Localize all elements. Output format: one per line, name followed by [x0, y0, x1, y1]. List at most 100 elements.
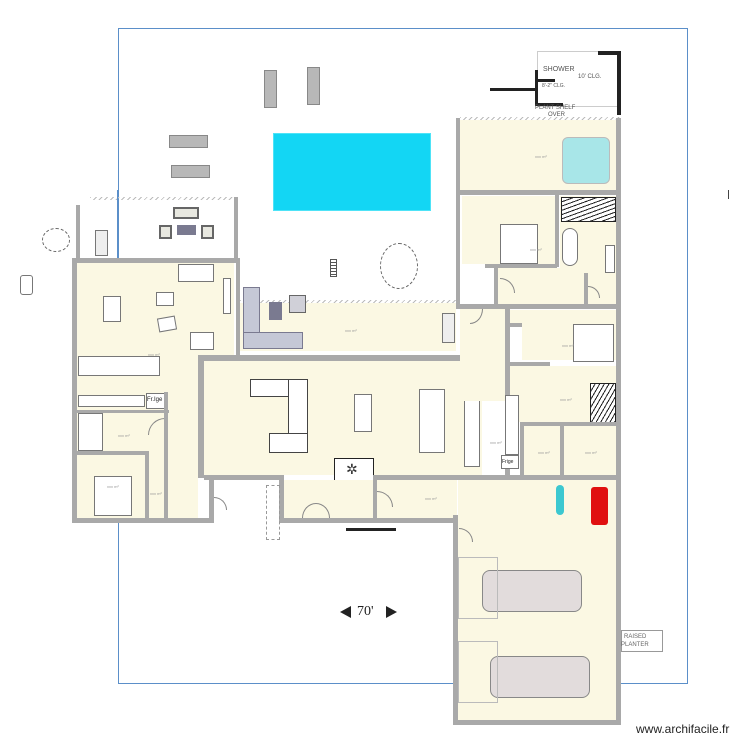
wall [209, 475, 214, 523]
dimension-arrow-right-icon [386, 606, 397, 618]
wall [72, 518, 214, 523]
wall [555, 195, 559, 267]
bed[interactable] [500, 224, 538, 264]
outdoor-chair[interactable] [173, 207, 199, 219]
sofa[interactable] [178, 264, 214, 282]
lounger[interactable] [264, 70, 277, 108]
wine-cooler[interactable] [442, 313, 455, 343]
grill[interactable] [269, 302, 282, 320]
sectional-sofa[interactable] [269, 433, 308, 453]
wall [76, 410, 169, 413]
bed[interactable] [94, 476, 132, 516]
wall [510, 362, 550, 366]
chair[interactable] [190, 332, 214, 350]
sink[interactable] [289, 295, 306, 313]
outdoor-dining-round[interactable] [380, 243, 418, 289]
wall [494, 264, 498, 308]
dining-table[interactable] [354, 394, 372, 432]
planter-box[interactable] [20, 275, 33, 295]
cabinets[interactable] [78, 395, 145, 407]
room-area-label: xxx m² [118, 433, 130, 438]
hot-tub[interactable] [562, 137, 610, 184]
swimming-pool[interactable] [273, 133, 431, 211]
wall [535, 79, 555, 82]
bed[interactable] [573, 324, 614, 362]
raised-planter-label: RAISED [624, 634, 647, 640]
room-bath-se-1[interactable] [524, 426, 560, 476]
wall [617, 51, 621, 115]
closet-ceiling-label-2: 8'-2" CLG. [542, 83, 566, 89]
raised-planter-label-2: PLANTER [621, 642, 649, 648]
dimension-arrow-left-icon [340, 606, 351, 618]
wall [456, 475, 621, 480]
lounger[interactable] [307, 67, 320, 105]
bench[interactable] [330, 259, 337, 277]
room-area-label: xxx m² [560, 397, 572, 402]
entry-deck [266, 485, 280, 540]
patio-edge [90, 197, 236, 200]
wall [584, 273, 588, 308]
garage-door[interactable] [458, 641, 498, 703]
quad-bike[interactable] [591, 487, 608, 525]
room-area-label: xxx m² [535, 154, 547, 159]
counter[interactable] [223, 278, 231, 314]
wall [460, 190, 618, 195]
wall [145, 451, 149, 521]
sliding-door-track [346, 528, 396, 531]
wall [505, 309, 510, 477]
wall [198, 355, 500, 361]
dining-table[interactable] [103, 296, 121, 322]
deck-edge [460, 117, 620, 120]
counter-short[interactable] [243, 332, 303, 349]
wall [72, 258, 77, 523]
wall [598, 51, 620, 55]
watermark[interactable]: www.archifacile.fr [636, 722, 730, 736]
wall [279, 475, 284, 520]
closet-ceiling-label: 10' CLG. [578, 74, 602, 80]
outdoor-table-round[interactable] [42, 228, 70, 252]
wall [198, 358, 204, 478]
room-area-label: xxx m² [562, 343, 574, 348]
pantry-shelves[interactable] [464, 392, 480, 467]
wall [616, 475, 621, 725]
dimension-label: 70' [357, 604, 374, 619]
chair[interactable] [156, 292, 174, 306]
room-area-label: xxx m² [490, 440, 502, 445]
outdoor-table[interactable] [177, 225, 196, 235]
room-hall[interactable] [460, 309, 508, 401]
fridge[interactable] [501, 455, 519, 469]
wine-rack[interactable] [95, 230, 108, 256]
wall [520, 422, 524, 477]
outdoor-chair[interactable] [159, 225, 172, 239]
shelf-unit[interactable] [505, 395, 519, 455]
car[interactable] [482, 570, 582, 612]
kitchen-island[interactable] [78, 356, 160, 376]
lounger[interactable] [169, 135, 208, 148]
wall [535, 70, 538, 106]
room-bath-se-2[interactable] [564, 426, 616, 476]
garage-door[interactable] [458, 557, 498, 619]
vanity[interactable] [605, 245, 615, 273]
wall [204, 475, 282, 480]
wall [279, 518, 459, 523]
shower-tile[interactable] [590, 383, 616, 423]
fireplace-icon: ✲ [346, 461, 358, 477]
shower-label: SHOWER [543, 66, 575, 73]
wall [76, 205, 80, 261]
kitchen-island[interactable] [419, 389, 445, 453]
car[interactable] [490, 656, 590, 698]
bathtub[interactable] [562, 228, 578, 266]
wall [373, 475, 377, 520]
fireplace[interactable] [334, 458, 374, 483]
lounger[interactable] [171, 165, 210, 178]
outdoor-chair[interactable] [201, 225, 214, 239]
wall [456, 304, 621, 309]
wall [236, 260, 240, 358]
boundary-line [117, 190, 118, 260]
jetski[interactable] [556, 485, 564, 515]
wall [72, 258, 240, 263]
marker [728, 190, 729, 199]
wall [560, 422, 564, 477]
shower-tile[interactable] [561, 197, 616, 222]
washer-dryer[interactable] [78, 413, 103, 451]
